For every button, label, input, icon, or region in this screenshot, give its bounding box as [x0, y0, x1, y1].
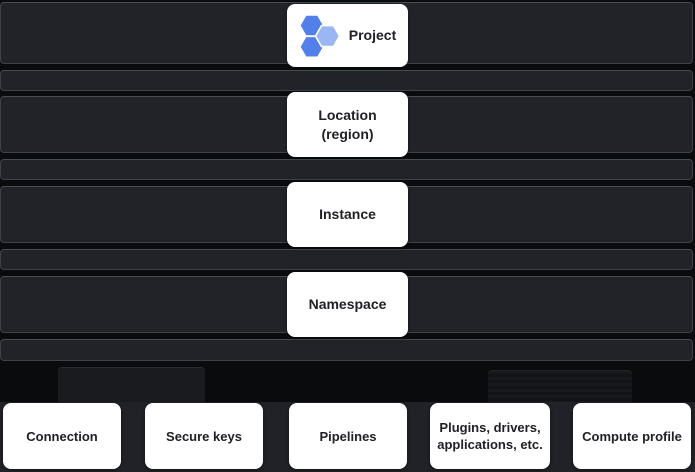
node-project: Project	[287, 4, 408, 67]
faded-subcontainer-left	[58, 367, 205, 404]
node-namespace-label: Namespace	[308, 296, 387, 312]
container-band-spacer-4	[0, 339, 693, 361]
container-band-spacer-3	[0, 249, 693, 270]
leaf-secure-keys-label: Secure keys	[166, 428, 242, 444]
hexagon-cluster-icon	[298, 13, 340, 58]
container-band-spacer-1	[0, 70, 693, 91]
leaf-pipelines-label: Pipelines	[319, 428, 377, 444]
container-band-spacer-2	[0, 159, 693, 180]
faded-subcontainer-right	[488, 370, 632, 404]
node-namespace: Namespace	[287, 272, 408, 337]
leaf-compute-profile-label: Compute profile	[582, 428, 682, 444]
node-location-label: Location(region)	[318, 106, 377, 142]
leaf-plugins-drivers-applications: Plugins, drivers,applications, etc.	[430, 403, 550, 469]
leaf-pipelines: Pipelines	[289, 403, 407, 469]
leaf-connection-label: Connection	[26, 428, 98, 444]
node-instance: Instance	[287, 182, 408, 247]
leaf-secure-keys: Secure keys	[145, 403, 263, 469]
node-location-region: Location(region)	[287, 92, 408, 157]
leaf-compute-profile: Compute profile	[573, 403, 691, 469]
node-instance-label: Instance	[319, 206, 376, 222]
leaf-connection: Connection	[3, 403, 121, 469]
leaf-plugins-label: Plugins, drivers,applications, etc.	[437, 420, 543, 452]
node-project-label: Project	[348, 27, 397, 43]
